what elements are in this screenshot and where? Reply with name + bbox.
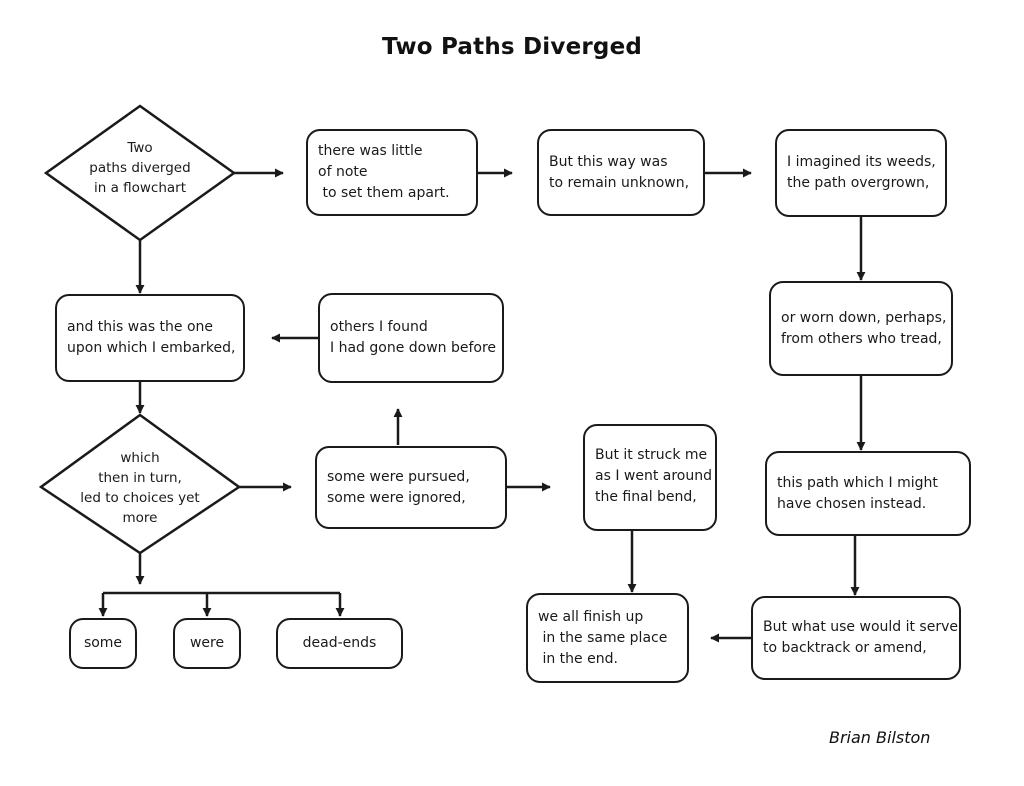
node-worn-down: or worn down, perhaps, from others who t…	[769, 281, 953, 376]
node-some: some	[69, 618, 137, 669]
node-dead-ends: dead-ends	[276, 618, 403, 669]
start-diamond-label: Two paths diverged in a flowchart	[89, 140, 191, 196]
node-what-use: But what use would it serve to backtrack…	[751, 596, 961, 680]
node-this-path: this path which I might have chosen inst…	[765, 451, 971, 536]
node-we-all-finish: we all finish up in the same place in th…	[526, 593, 689, 683]
page-title: Two Paths Diverged	[381, 34, 643, 60]
node-others-found: others I found I had gone down before	[318, 293, 504, 383]
node-embarked: and this was the one upon which I embark…	[55, 294, 245, 382]
author-credit: Brian Bilston	[829, 728, 931, 747]
node-this-way: But this way was to remain unknown,	[537, 129, 705, 216]
node-little-of-note: there was little of note to set them apa…	[306, 129, 478, 216]
node-struck-me: But it struck me as I went around the fi…	[583, 424, 717, 531]
node-were: were	[173, 618, 241, 669]
node-imagined-weeds: I imagined its weeds, the path overgrown…	[775, 129, 947, 217]
choices-diamond-label: which then in turn, led to choices yet m…	[80, 450, 200, 526]
node-some-pursued: some were pursued, some were ignored,	[315, 446, 507, 529]
